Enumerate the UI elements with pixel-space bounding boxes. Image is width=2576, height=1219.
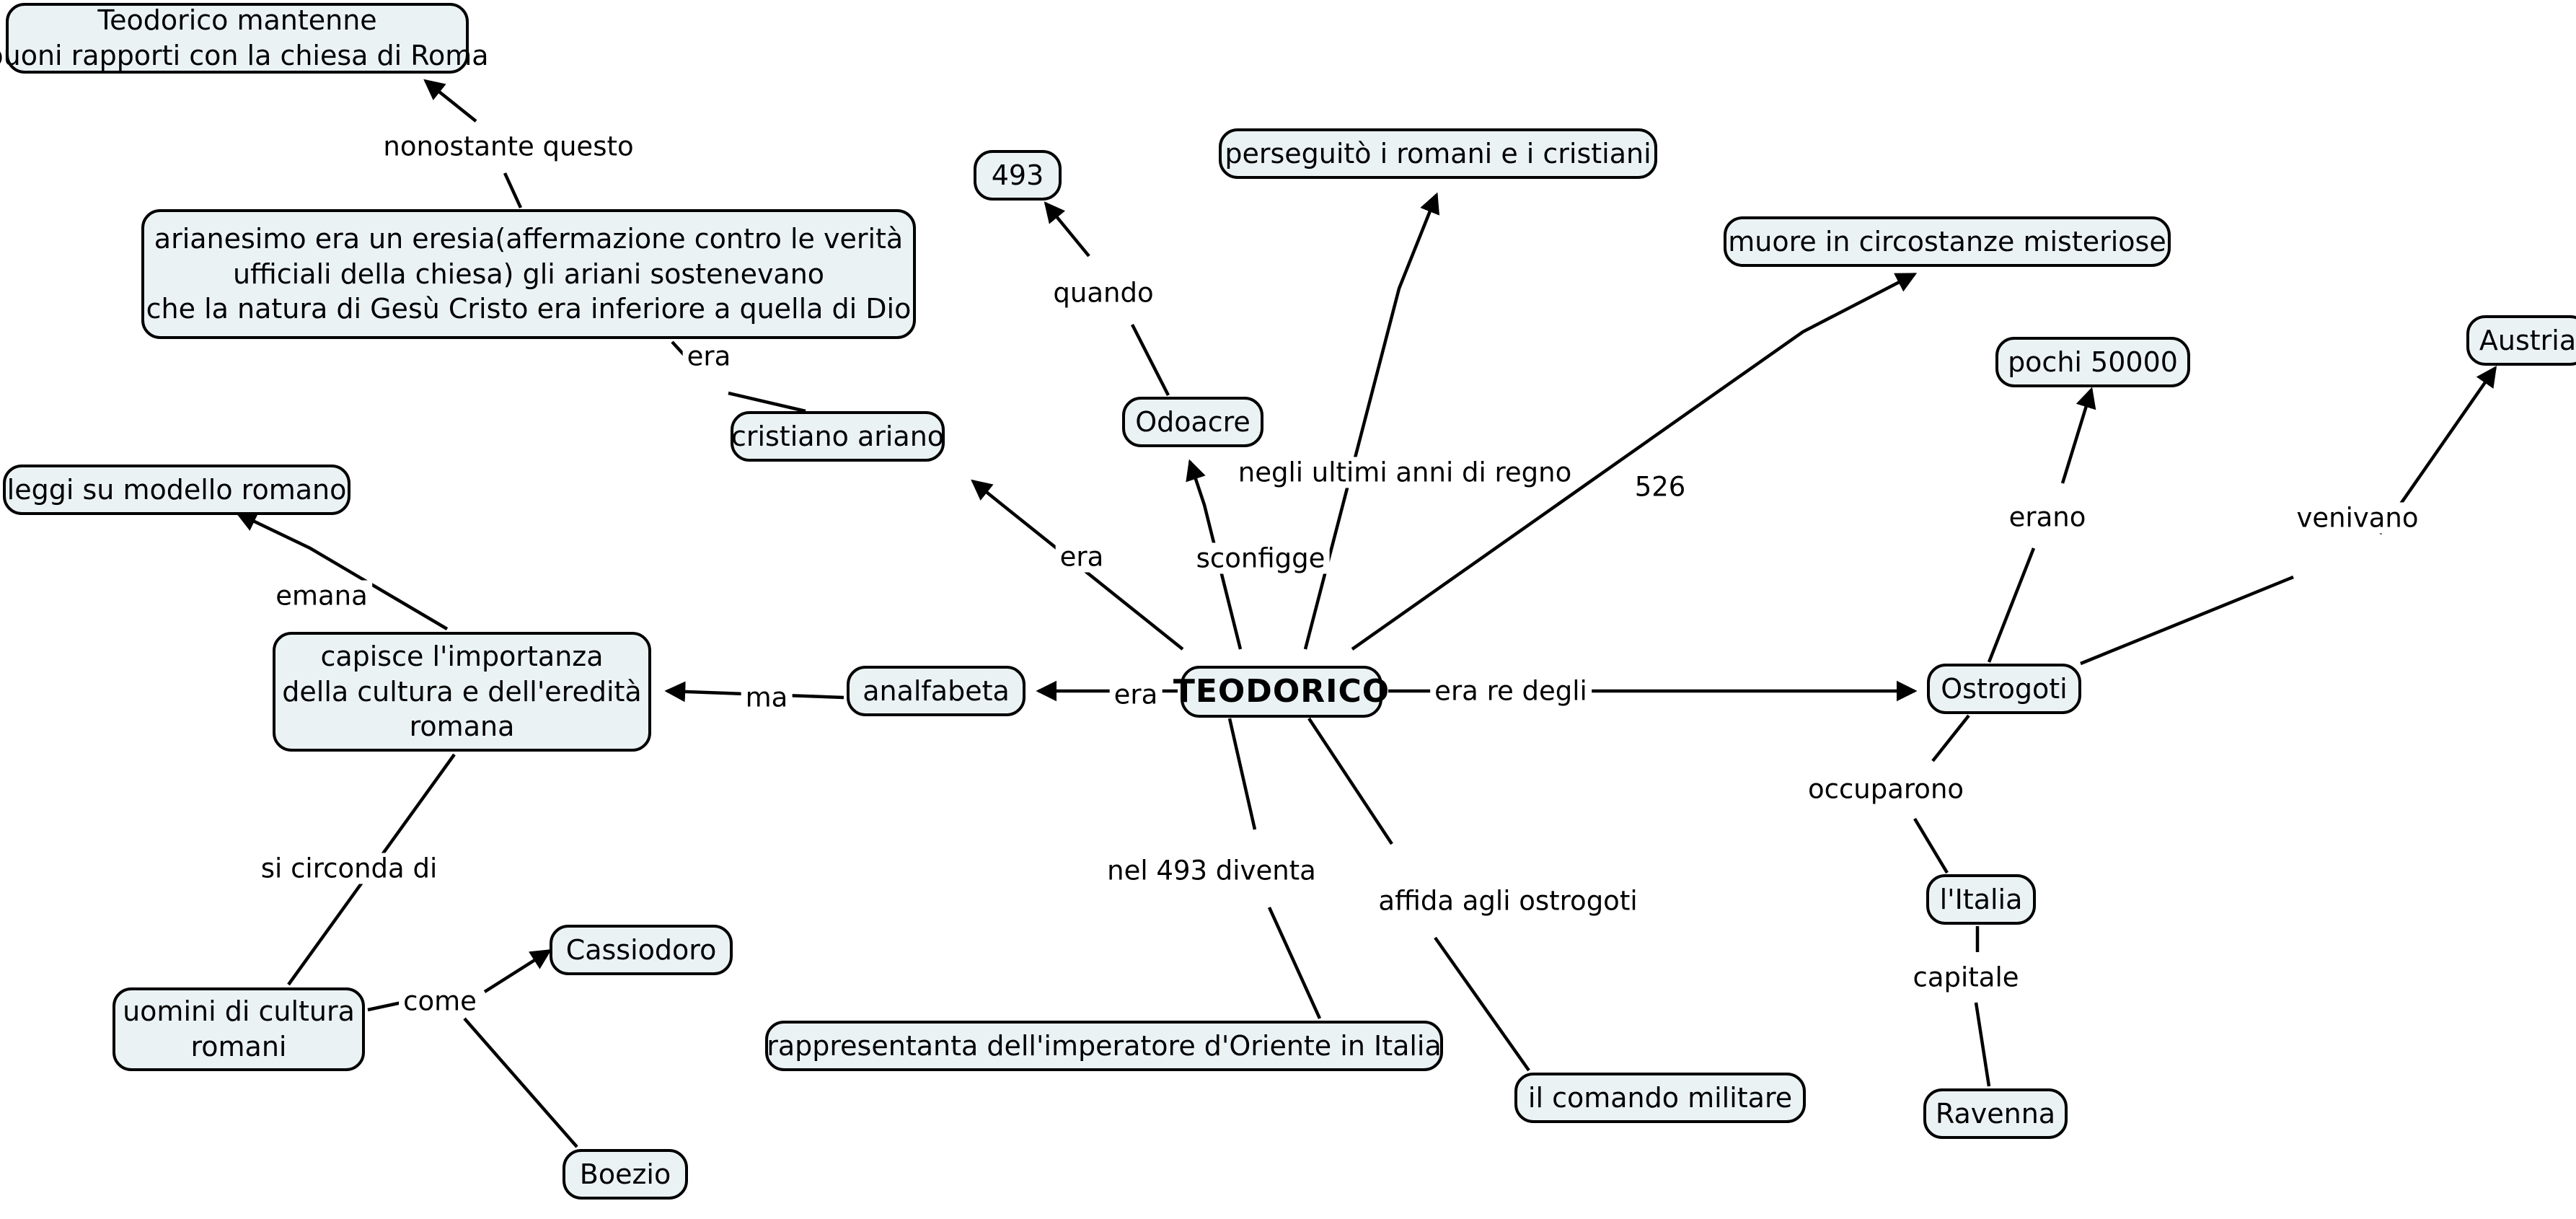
node-ravenna[interactable]: Ravenna [1923,1088,2068,1139]
edge-label-teodorico-to-odoacre: sconfigge [1191,542,1330,574]
edge-uomini-to-boezio [463,1017,578,1148]
edge-label-uomini-to-cassiodoro: come [399,985,481,1017]
edge-label-teodorico-to-perseguito: negli ultimi anni di regno [1233,457,1576,488]
edge-label-ostrogoti-to-austria: venivano [2292,502,2423,534]
node-493[interactable]: 493 [974,150,1062,201]
edge-label-teodorico-to-cristiano-ariano: era [1055,541,1108,573]
node-perseguito[interactable]: perseguitò i romani e i cristiani [1219,128,1657,179]
node-capisce[interactable]: capisce l'importanza della cultura e del… [273,632,651,752]
edge-label-teodorico-to-analfabeta: era [1109,679,1163,710]
node-pochi[interactable]: pochi 50000 [1995,337,2190,387]
node-odoacre[interactable]: Odoacre [1122,397,1263,447]
node-uomini[interactable]: uomini di cultura romani [113,987,365,1071]
node-muore[interactable]: muore in circostanze misteriose [1724,216,2171,267]
node-cristiano-ariano[interactable]: cristiano ariano [731,411,945,462]
edge-label-ostrogoti-to-italia: occuparono [1803,773,1969,805]
node-austria[interactable]: Austria [2466,315,2576,366]
edge-label-odoacre-to-493: quando [1049,277,1158,309]
node-analfabeta[interactable]: analfabeta [847,666,1025,716]
edge-capisce-to-leggi [235,511,449,630]
node-rappresentanta[interactable]: rappresentanta dell'imperatore d'Oriente… [765,1021,1443,1071]
edge-label-teodorico-to-comando: affida agli ostrogoti [1374,885,1642,917]
edge-label-capisce-to-leggi: emana [271,580,372,612]
node-italia[interactable]: l'Italia [1926,874,2036,925]
node-cassiodoro[interactable]: Cassiodoro [550,925,733,975]
edge-label-arianesimo-to-mantenne: nonostante questo [379,131,638,162]
edge-label-teodorico-to-rappresentanta: nel 493 diventa [1103,855,1320,886]
edge-label-analfabeta-to-capisce: ma [741,682,793,713]
node-ostrogoti[interactable]: Ostrogoti [1927,664,2081,714]
edge-label-arianesimo-to-cristiano-ariano: era [682,340,736,372]
edge-label-italia-to-ravenna: capitale [1908,961,2024,993]
edge-label-teodorico-to-muore: 526 [1630,471,1690,503]
node-mantenne[interactable]: Teodorico mantenne buoni rapporti con la… [0,3,489,74]
edge-teodorico-to-perseguito [1303,192,1440,650]
node-teodorico[interactable]: TEODORICO [1173,666,1389,718]
node-arianesimo[interactable]: arianesimo era un eresia(affermazione co… [141,209,916,339]
edge-ostrogoti-to-austria [2080,368,2495,666]
edge-label-capisce-to-uomini: si circonda di [256,853,442,884]
edge-label-ostrogoti-to-pochi: erano [2004,501,2091,533]
edge-italia-to-ravenna [1974,926,1991,1087]
edge-label-teodorico-to-ostrogoti: era re degli [1430,675,1592,707]
node-boezio[interactable]: Boezio [563,1149,688,1200]
node-comando[interactable]: il comando militare [1514,1073,1806,1123]
node-leggi[interactable]: leggi su modello romano [3,465,350,515]
